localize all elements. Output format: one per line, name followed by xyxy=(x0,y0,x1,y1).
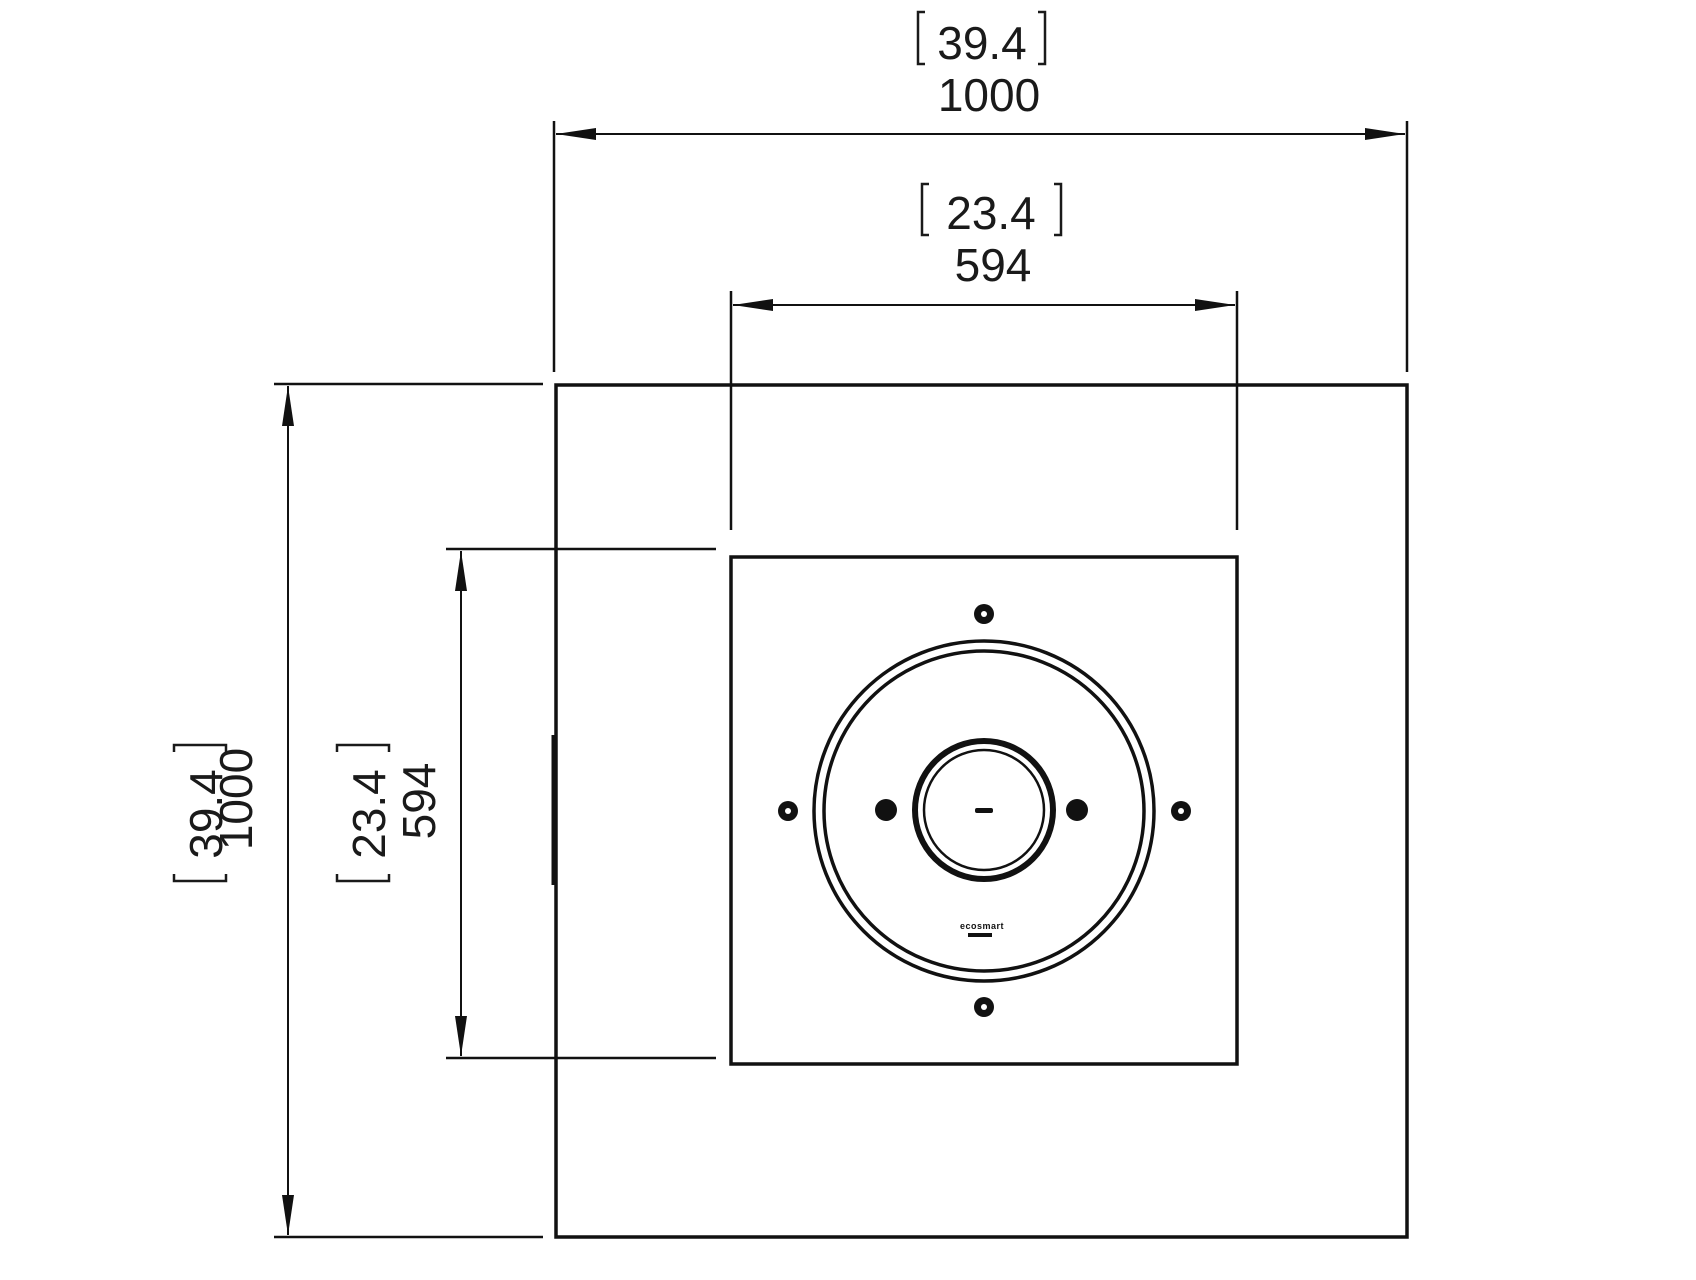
burner-ring-inner xyxy=(822,649,1146,973)
outer-width-dimension: 39.4 1000 xyxy=(552,10,1409,372)
burner-core-ring xyxy=(912,738,1056,882)
bracket-left-icon xyxy=(335,874,391,883)
bracket-right-icon xyxy=(1038,10,1047,66)
ecosmart-logo: ecosmart xyxy=(960,921,1004,937)
inner-height-dimension: 23.4 594 xyxy=(335,547,716,1060)
inner-width-dimension: 23.4 594 xyxy=(729,182,1239,530)
bracket-left-icon xyxy=(916,10,925,66)
bracket-right-icon xyxy=(335,743,391,752)
outer-height-inches: 39.4 xyxy=(180,769,232,859)
outer-width-mm: 1000 xyxy=(938,69,1040,121)
center-slot-icon xyxy=(975,808,993,813)
bracket-left-icon xyxy=(920,182,929,237)
outer-width-inches: 39.4 xyxy=(937,17,1027,69)
bracket-right-icon xyxy=(1054,182,1063,237)
outer-height-mm: 1000 xyxy=(210,748,262,850)
mounting-hole-right-icon xyxy=(1171,801,1191,821)
ignition-hole-right-icon xyxy=(1066,799,1088,821)
burner-ring-outer xyxy=(812,639,1156,983)
inner-height-inch-label: 23.4 xyxy=(335,743,395,883)
inner-width-mm: 594 xyxy=(955,239,1032,291)
inner-width-inch-label: 23.4 xyxy=(920,182,1063,239)
outer-height-dimension: 39.4 1000 xyxy=(172,382,543,1239)
outer-height-inch-label: 39.4 xyxy=(172,743,232,883)
bracket-left-icon xyxy=(172,874,228,883)
outer-width-inch-label: 39.4 xyxy=(916,10,1047,69)
burner-core-inner xyxy=(922,748,1046,872)
bracket-right-icon xyxy=(172,743,228,752)
inner-square-outline xyxy=(729,555,1239,1066)
mounting-hole-left-icon xyxy=(778,801,798,821)
svg-text:ecosmart: ecosmart xyxy=(960,921,1004,931)
inner-width-inches: 23.4 xyxy=(946,187,1036,239)
mounting-hole-top-icon xyxy=(974,604,994,624)
burner-assembly: ecosmart xyxy=(778,604,1191,1017)
inner-height-mm: 594 xyxy=(393,763,445,840)
inner-height-inches: 23.4 xyxy=(343,769,395,859)
outer-square-outline xyxy=(554,383,1409,1239)
mounting-hole-bottom-icon xyxy=(974,997,994,1017)
ignition-hole-left-icon xyxy=(875,799,897,821)
